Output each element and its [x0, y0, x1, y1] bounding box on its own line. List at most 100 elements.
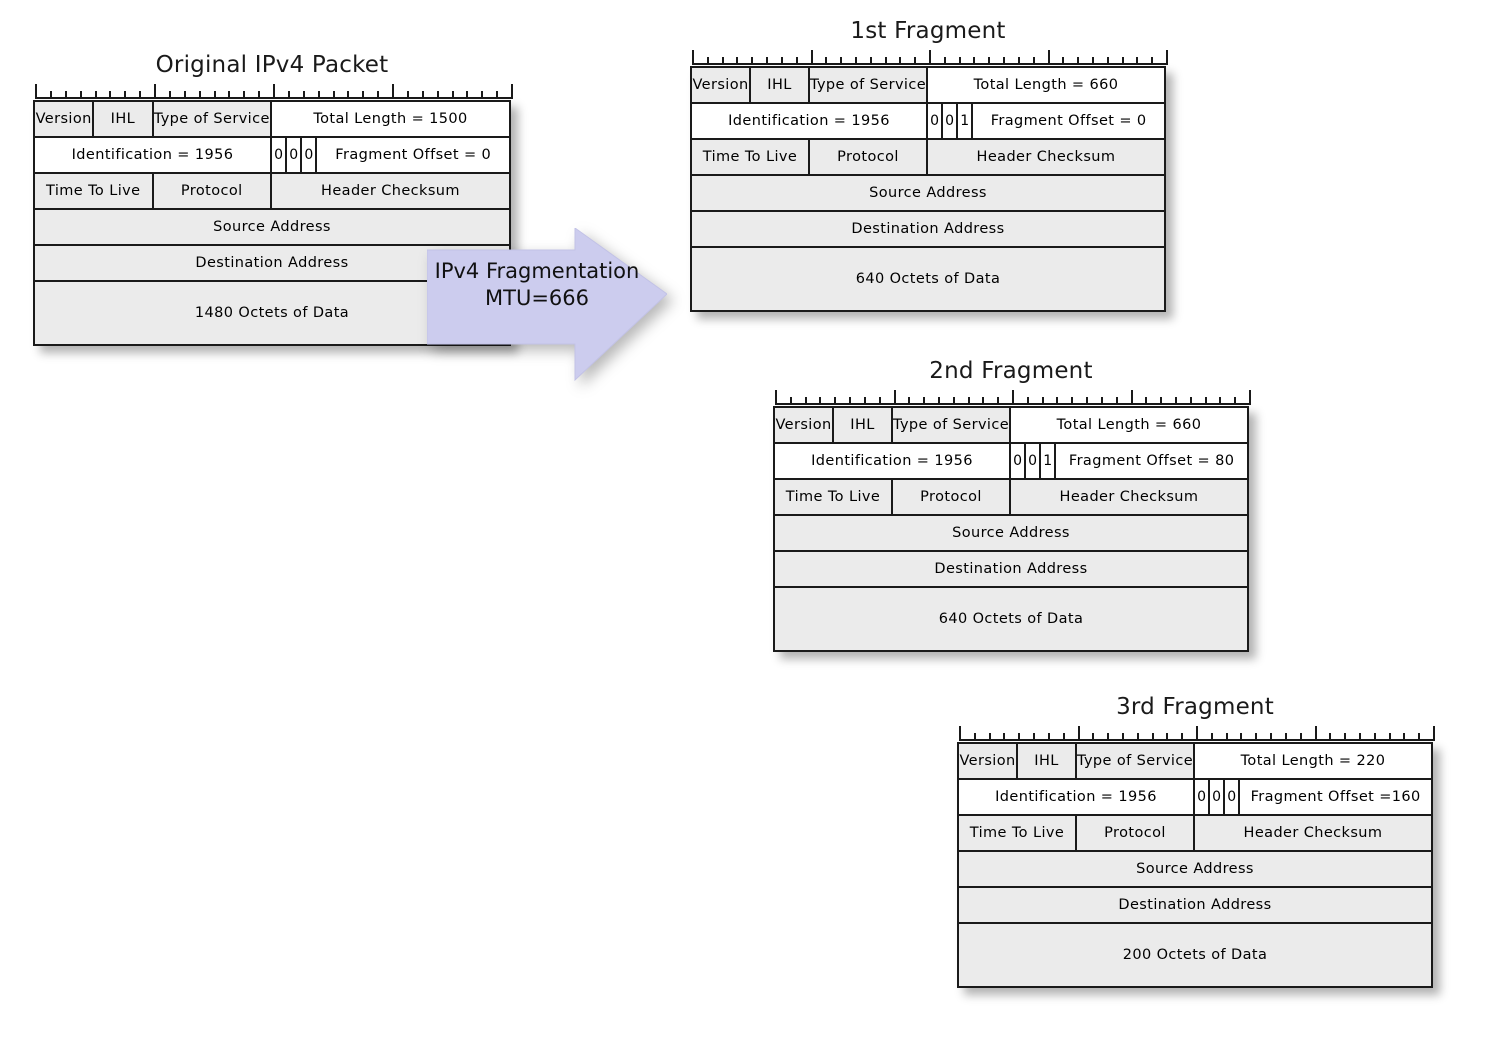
ruler-tick-major: [1130, 390, 1133, 405]
field-fragment-offset: Fragment Offset = 80: [1056, 444, 1247, 478]
ruler-tick-minor: [287, 91, 290, 99]
table-row-word5: Destination Address: [775, 552, 1247, 588]
field-identification: Identification = 1956: [775, 444, 1011, 478]
ruler-tick-minor: [1107, 733, 1110, 741]
ruler-tick-minor: [481, 91, 484, 99]
field-source-address: Source Address: [692, 176, 1164, 210]
ruler-tick-minor: [377, 91, 380, 99]
ruler-tick-minor: [109, 91, 112, 99]
ruler-tick-minor: [124, 91, 127, 99]
ruler-tick-minor: [937, 397, 940, 405]
table-row-word2: Identification = 1956 0 0 1 Fragment Off…: [775, 444, 1247, 480]
bit-ruler: [959, 726, 1435, 741]
ruler-tick-minor: [967, 397, 970, 405]
ruler-tick-minor: [1234, 397, 1237, 405]
field-source-address: Source Address: [775, 516, 1247, 550]
ruler-tick-minor: [317, 91, 320, 99]
ruler-tick-minor: [1062, 733, 1065, 741]
ruler-tick-major: [1166, 50, 1168, 65]
table-row-word1: Version IHL Type of Service Total Length…: [959, 744, 1431, 780]
ruler-tick-minor: [1174, 397, 1177, 405]
ruler-tick-major: [511, 84, 513, 99]
ruler-tick-minor: [1003, 733, 1006, 741]
arrow-label-line1: IPv4 Fragmentation: [434, 259, 640, 283]
ruler-tick-minor: [1018, 733, 1021, 741]
ruler-tick-minor: [795, 57, 798, 65]
field-flag-dont-fragment: 0: [1210, 780, 1226, 814]
ruler-tick-minor: [1091, 57, 1094, 65]
ruler-tick-minor: [973, 57, 976, 65]
table-row-word3: Time To Live Protocol Header Checksum: [959, 816, 1431, 852]
table-row-word4: Source Address: [775, 516, 1247, 552]
field-destination-address: Destination Address: [692, 212, 1164, 246]
ruler-tick-minor: [1017, 57, 1020, 65]
ruler-tick-minor: [1284, 733, 1287, 741]
ruler-tick-minor: [243, 91, 246, 99]
ruler-tick-minor: [406, 91, 409, 99]
field-version: Version: [959, 744, 1018, 778]
ruler-tick-minor: [1062, 57, 1065, 65]
ruler-tick-minor: [988, 57, 991, 65]
table-row-word4: Source Address: [959, 852, 1431, 888]
ruler-tick-minor: [213, 91, 216, 99]
ruler-tick-minor: [834, 397, 837, 405]
field-destination-address: Destination Address: [775, 552, 1247, 586]
ruler-tick-minor: [1106, 57, 1109, 65]
field-data-payload: 640 Octets of Data: [692, 248, 1164, 310]
packet-table: Version IHL Type of Service Total Length…: [690, 66, 1166, 312]
ruler-tick-minor: [347, 91, 350, 99]
field-version: Version: [35, 102, 95, 136]
field-header-checksum: Header Checksum: [1011, 480, 1247, 514]
field-fragment-offset: Fragment Offset = 0: [317, 138, 509, 172]
ruler-tick-minor: [840, 57, 843, 65]
ruler-tick-major: [1012, 390, 1014, 405]
field-flag-reserved: 0: [1011, 444, 1027, 478]
ruler-tick-minor: [1204, 397, 1207, 405]
ruler-tick-minor: [183, 91, 186, 99]
ruler-tick-minor: [706, 57, 709, 65]
field-flag-reserved: 0: [272, 138, 288, 172]
table-row-word2: Identification = 1956 0 0 0 Fragment Off…: [35, 138, 509, 174]
page-title: Original IPv4 Packet: [155, 52, 389, 78]
field-source-address: Source Address: [959, 852, 1431, 886]
ruler-tick-major: [1314, 726, 1317, 741]
ruler-tick-minor: [228, 91, 231, 99]
ruler-tick-major: [893, 390, 896, 405]
ruler-tick-major: [929, 50, 931, 65]
table-row-word2: Identification = 1956 0 0 0 Fragment Off…: [959, 780, 1431, 816]
packet-table: Version IHL Type of Service Total Length…: [957, 742, 1433, 988]
ruler-tick-minor: [958, 57, 961, 65]
ruler-tick-major: [154, 84, 156, 99]
ruler-tick-major: [1077, 726, 1080, 741]
ruler-tick-minor: [908, 397, 911, 405]
table-row-word1: Version IHL Type of Service Total Length…: [692, 68, 1164, 104]
table-row-word3: Time To Live Protocol Header Checksum: [692, 140, 1164, 176]
ruler-tick-minor: [1388, 733, 1391, 741]
ruler-tick-minor: [1270, 733, 1273, 741]
field-flag-more-fragments: 0: [1225, 780, 1241, 814]
ruler-tick-minor: [1189, 397, 1192, 405]
field-fragment-offset: Fragment Offset = 0: [973, 104, 1164, 138]
ruler-tick-major: [959, 726, 961, 741]
ruler-tick-minor: [451, 91, 454, 99]
ruler-tick-minor: [1136, 733, 1139, 741]
ruler-tick-minor: [1151, 733, 1154, 741]
ruler-tick-minor: [751, 57, 754, 65]
field-time-to-live: Time To Live: [692, 140, 810, 174]
ruler-tick-minor: [1115, 397, 1118, 405]
ruler-tick-minor: [1240, 733, 1243, 741]
field-data-payload: 200 Octets of Data: [959, 924, 1431, 986]
ruler-tick-minor: [64, 91, 67, 99]
ruler-tick-minor: [1219, 397, 1222, 405]
ruler-tick-minor: [168, 91, 171, 99]
table-row-word3: Time To Live Protocol Header Checksum: [775, 480, 1247, 516]
fragment-3-title: 3rd Fragment: [1116, 694, 1274, 720]
ruler-tick-minor: [780, 57, 783, 65]
field-header-checksum: Header Checksum: [1195, 816, 1431, 850]
field-identification: Identification = 1956: [959, 780, 1195, 814]
ruler-tick-minor: [94, 91, 97, 99]
fragmentation-arrow: [426, 227, 668, 403]
ruler-tick-minor: [988, 733, 991, 741]
ruler-tick-minor: [869, 57, 872, 65]
field-flag-dont-fragment: 0: [1026, 444, 1042, 478]
